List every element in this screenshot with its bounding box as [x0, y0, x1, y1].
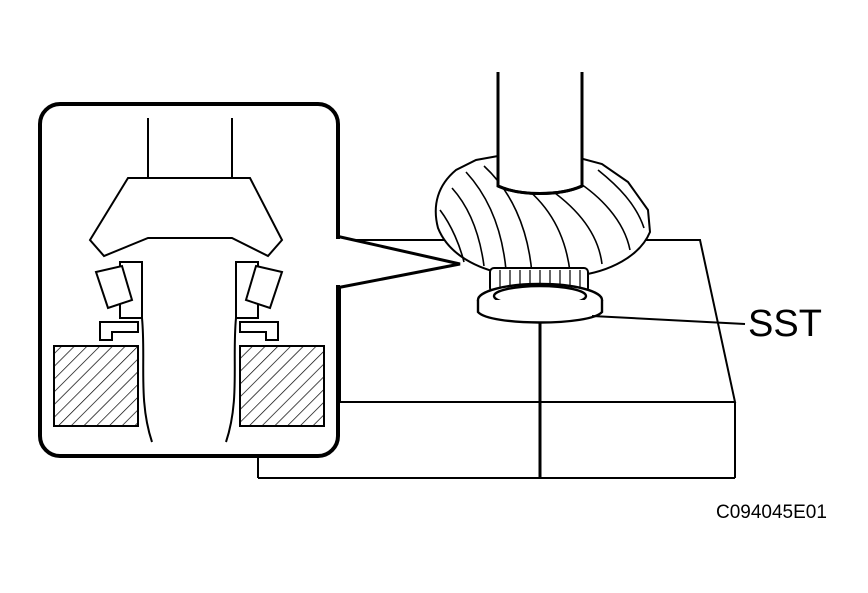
sst-leader-line — [591, 315, 746, 325]
inset-detail — [38, 102, 340, 458]
figure-code: C094045E01 — [716, 502, 827, 523]
pinion-gear — [434, 72, 652, 293]
sst-tool — [476, 282, 604, 324]
sst-label: SST — [748, 303, 822, 345]
